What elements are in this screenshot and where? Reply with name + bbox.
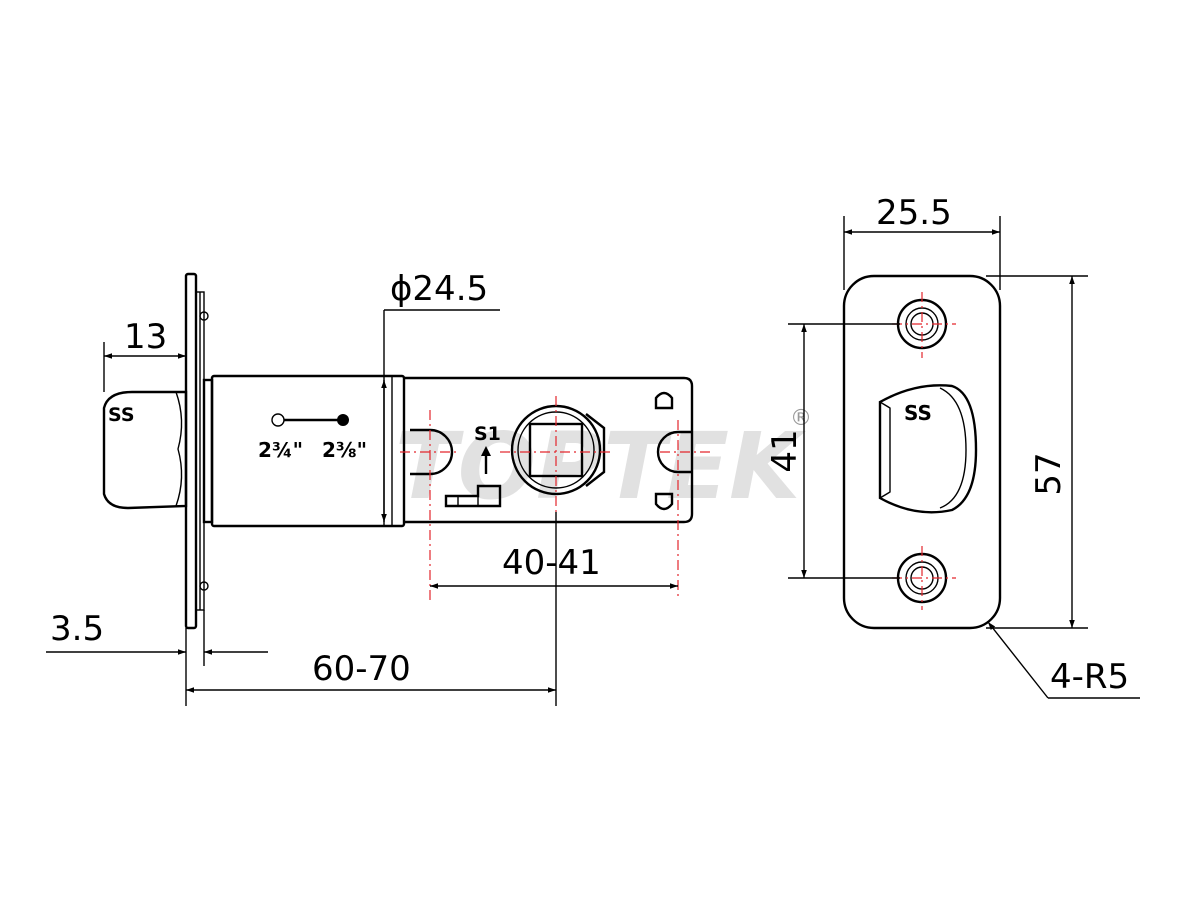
strike-width-dimension: 25.5 <box>876 193 952 233</box>
watermark-text: TOPTEK <box>395 413 806 520</box>
strike-plate-view: SS 25.5 57 41 4-R5 <box>765 193 1140 699</box>
stamp-label: S1 <box>474 423 501 445</box>
spindle-distance-dimension: 40-41 <box>502 543 601 583</box>
hole-spacing-dimension: 41 <box>765 429 805 472</box>
latch-bolt <box>102 390 188 510</box>
bolt-mark-text: SS <box>108 404 135 426</box>
cylinder-diameter-dimension: ϕ24.5 <box>390 269 488 309</box>
bolt-projection-dimension: 13 <box>124 317 167 357</box>
latch-cylinder <box>210 374 406 528</box>
latch-side-view: SS 2¾" 2⅜" S1 <box>46 269 712 706</box>
strike-plate <box>842 274 1002 630</box>
backset-option-long: 2⅜" <box>322 438 367 462</box>
faceplate-offset-dimension: 3.5 <box>50 609 104 649</box>
backset-adjuster-icon <box>271 413 349 427</box>
strike-height-dimension: 57 <box>1029 452 1069 495</box>
corner-radius-dimension: 4-R5 <box>1050 657 1129 697</box>
strike-bolt-mark-text: SS <box>904 401 932 425</box>
strike-bolt-opening <box>878 384 978 514</box>
registered-mark: ® <box>790 406 812 431</box>
faceplate <box>184 272 198 630</box>
backset-dimension: 60-70 <box>312 649 411 689</box>
up-arrow-icon <box>481 446 491 474</box>
backset-option-short: 2¾" <box>258 438 303 462</box>
latch-tail <box>404 376 694 524</box>
watermark: TOPTEK ® <box>395 406 812 520</box>
